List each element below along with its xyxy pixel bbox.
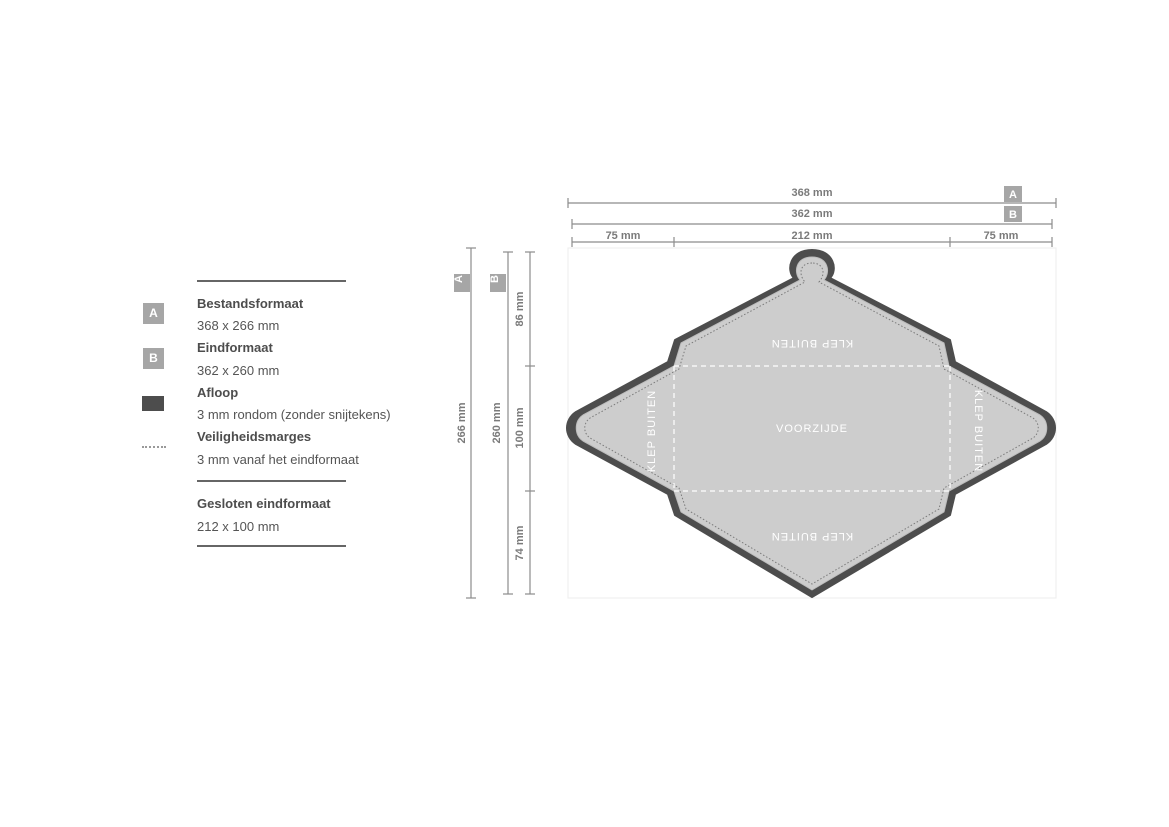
top-flap-label: KLEP BUITEN bbox=[771, 337, 853, 349]
front-panel-label: VOORZIJDE bbox=[776, 423, 848, 435]
horizontal-dimension-lines bbox=[567, 198, 1057, 247]
center-width-label: 212 mm bbox=[792, 230, 833, 242]
bleed-swatch bbox=[142, 396, 164, 411]
badge-b: B bbox=[143, 348, 164, 369]
right-flap-label: KLEP BUITEN bbox=[972, 390, 984, 472]
height-a-label: 266 mm bbox=[456, 402, 468, 443]
bottom-flap-height-label: 74 mm bbox=[514, 525, 526, 560]
height-b-label: 260 mm bbox=[491, 402, 503, 443]
vertical-dimension-lines bbox=[466, 247, 535, 599]
height-b-badge bbox=[490, 274, 506, 292]
gesloten-title: Gesloten eindformaat bbox=[197, 496, 331, 511]
fold-lines bbox=[673, 365, 951, 492]
flap-right-width-label: 75 mm bbox=[984, 230, 1019, 242]
veiligheidsmarges-value: 3 mm vanaf het eindformaat bbox=[197, 452, 359, 467]
front-height-label: 100 mm bbox=[514, 407, 526, 448]
eindformaat-title: Eindformaat bbox=[197, 340, 273, 355]
height-a-badge-label: A bbox=[453, 275, 465, 283]
legend-divider-middle bbox=[197, 480, 346, 482]
width-a-label: 368 mm bbox=[792, 187, 833, 199]
safety-margin-outline bbox=[584, 262, 1039, 585]
top-flap-height-label: 86 mm bbox=[514, 291, 526, 326]
height-a-badge bbox=[454, 274, 470, 292]
badge-a: A bbox=[143, 303, 164, 324]
safety-margin-dots bbox=[142, 446, 166, 448]
gesloten-value: 212 x 100 mm bbox=[197, 519, 280, 534]
legend-divider-bottom bbox=[197, 545, 346, 547]
left-flap-label: KLEP BUITEN bbox=[646, 390, 658, 472]
bestandsformaat-value: 368 x 266 mm bbox=[197, 318, 280, 333]
bottom-flap-label: KLEP BUITEN bbox=[771, 530, 853, 542]
afloop-value: 3 mm rondom (zonder snijtekens) bbox=[197, 407, 391, 422]
width-a-badge bbox=[1004, 186, 1022, 202]
height-b-badge-label: B bbox=[489, 275, 501, 283]
veiligheidsmarges-title: Veiligheidsmarges bbox=[197, 429, 312, 444]
width-a-badge-label: A bbox=[1009, 189, 1017, 201]
eindformaat-value: 362 x 260 mm bbox=[197, 363, 280, 378]
afloop-title: Afloop bbox=[197, 385, 239, 400]
flap-left-width-label: 75 mm bbox=[606, 230, 641, 242]
width-b-badge-label: B bbox=[1009, 209, 1017, 221]
bestandsformaat-title: Bestandsformaat bbox=[197, 296, 304, 311]
legend-divider-top bbox=[197, 280, 346, 282]
width-b-label: 362 mm bbox=[792, 208, 833, 220]
width-b-badge bbox=[1004, 206, 1022, 222]
